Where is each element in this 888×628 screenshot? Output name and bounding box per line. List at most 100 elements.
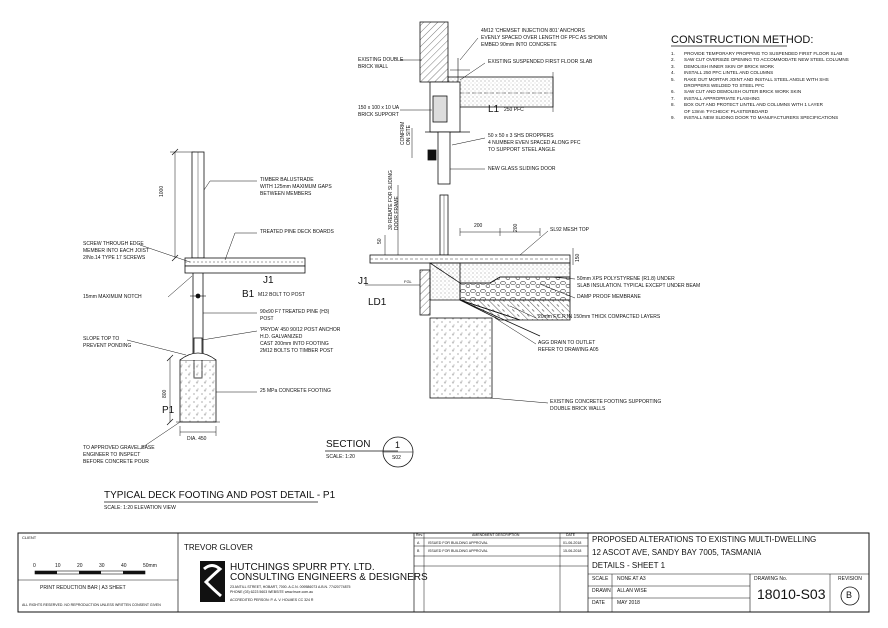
label-fcr: 20mm F.C.R IN 150mm THICK COMPACTED LAYE… bbox=[538, 314, 661, 320]
note-number: 8. bbox=[671, 102, 675, 108]
project-line-1: PROPOSED ALTERATIONS TO EXISTING MULTI-D… bbox=[592, 535, 817, 544]
tag-l1: L1 bbox=[488, 104, 500, 115]
revision-rev: A bbox=[417, 541, 420, 545]
rev-header-rev: Rev. bbox=[416, 533, 423, 537]
revision-desc: ISSUED FOR BUILDING APPROVAL bbox=[428, 541, 488, 545]
note-item: OF 13mm 'FYCHECK' PLASTERBOARD bbox=[671, 108, 768, 115]
scale-value: NONE AT A3 bbox=[617, 576, 646, 582]
note-number: 9. bbox=[671, 115, 675, 120]
firm-address: 23 ANTILL STREET, HOBART, 7000. A.C.N. 0… bbox=[230, 585, 351, 589]
deck-detail-title: TYPICAL DECK FOOTING AND POST DETAIL - P… bbox=[104, 490, 336, 501]
rev-header-date: DATE bbox=[566, 533, 576, 537]
firm-subtitle: CONSULTING ENGINEERS & DESIGNERS bbox=[230, 572, 428, 583]
drawing-no-label: DRAWING No. bbox=[754, 576, 788, 582]
tag-ld1: LD1 bbox=[368, 297, 387, 308]
drawing-number: 18010-S03 bbox=[757, 586, 826, 602]
note-number: 5. bbox=[671, 76, 675, 82]
existing-footing bbox=[429, 317, 493, 399]
dim-150: 150 bbox=[575, 253, 581, 262]
note-number: 6. bbox=[671, 89, 675, 95]
label-slab: EXISTING SUSPENDED FIRST FLOOR SLAB bbox=[488, 59, 593, 65]
scale-label: SCALE bbox=[592, 576, 609, 582]
concrete-footing bbox=[179, 359, 217, 423]
dim-200-b: 200 bbox=[513, 223, 519, 232]
section-detail bbox=[365, 21, 576, 404]
section-title: SECTION bbox=[326, 439, 371, 450]
revision-rev: B bbox=[417, 549, 420, 553]
scale-tick-label: 20 bbox=[77, 563, 83, 569]
l1-spec: 250 PFC bbox=[504, 107, 524, 113]
deck-detail bbox=[126, 148, 306, 450]
section-marker bbox=[325, 436, 414, 468]
scale-tick-label: 30 bbox=[99, 563, 105, 569]
label-glass-door: NEW GLASS SLIDING DOOR bbox=[488, 166, 556, 172]
note-text: OF 13mm 'FYCHECK' PLASTERBOARD bbox=[684, 108, 768, 114]
scale-tick-label: 0 bbox=[33, 563, 36, 569]
revision-date: 15-06-2018 bbox=[563, 549, 582, 553]
note-number: 3. bbox=[671, 63, 675, 69]
date-label: DATE bbox=[592, 600, 605, 606]
note-text: INSTALL NEW SLIDING DOOR TO MANUFACTURER… bbox=[684, 115, 839, 120]
print-reduction-label: PRINT REDUCTION BAR | A3 SHEET bbox=[40, 585, 126, 591]
section-number: 1 bbox=[395, 440, 401, 450]
note-item: 2. SAW CUT OVERSIZE OPENING TO ACCOMMODAT… bbox=[671, 58, 849, 63]
tag-j1-deck: J1 bbox=[263, 275, 274, 286]
note-item: 6.SAW CUT AND DEMOLISH OUTER BRICK WORK … bbox=[671, 90, 801, 95]
tag-b1: B1 bbox=[242, 289, 255, 300]
label-bolt: M12 BOLT TO POST bbox=[258, 292, 305, 298]
accredited-person: ACCREDITED PERSON: P. A. V. HOLMES CC 32… bbox=[230, 598, 314, 602]
note-text: SAW CUT OVERSIZE OPENING TO ACCOMMODATE … bbox=[684, 57, 849, 63]
note-number: 1. bbox=[671, 51, 675, 56]
project-line-3: DETAILS - SHEET 1 bbox=[592, 561, 666, 570]
dim-dia: DIA. 450 bbox=[187, 436, 207, 442]
section-sheet: S02 bbox=[392, 455, 401, 461]
dim-200-a: 200 bbox=[474, 223, 483, 229]
deck-detail-scale: SCALE: 1:20 ELEVATION VIEW bbox=[104, 505, 176, 511]
note-text: DEMOLISH INNER SKIN OF BRICK WORK bbox=[684, 63, 775, 69]
dim-800: 800 bbox=[162, 389, 168, 398]
dim-1000: 1000 bbox=[159, 185, 165, 197]
existing-brick-wall bbox=[419, 21, 449, 83]
copyright-note: ALL RIGHTS RESERVED. NO REPRODUCTION UNL… bbox=[22, 603, 161, 607]
section-scale: SCALE: 1:20 bbox=[326, 454, 355, 460]
note-item: 7.INSTALL APPROPRIATE FLASHING bbox=[671, 95, 760, 102]
title-block bbox=[17, 532, 870, 613]
label-notch: 15mm MAXIMUM NOTCH bbox=[83, 294, 142, 300]
note-number: 2. bbox=[671, 57, 675, 63]
client-name: TREVOR GLOVER bbox=[184, 543, 253, 552]
label-mesh: SL92 MESH TOP bbox=[550, 227, 589, 233]
note-text: RAKE OUT MORTAR JOINT AND INSTALL STEEL … bbox=[684, 76, 829, 82]
revision-date: 01-06-2018 bbox=[563, 541, 582, 545]
rev-header-desc: AMENDMENT DESCRIPTION bbox=[472, 533, 520, 537]
note-item: 3. DEMOLISH INNER SKIN OF BRICK WORK bbox=[671, 63, 775, 70]
note-item: 9. INSTALL NEW SLIDING DOOR TO MANUFACTUR… bbox=[671, 115, 839, 121]
revision-label: REVISION bbox=[838, 576, 862, 582]
label-deck-boards: TREATED PINE DECK BOARDS bbox=[260, 229, 334, 235]
label-post: 90x90 F7 TREATED PINE (H3)POST bbox=[260, 309, 330, 322]
existing-slab bbox=[447, 76, 554, 108]
label-footing: 25 MPa CONCRETE FOOTING bbox=[260, 388, 331, 394]
scale-tick-label: 40 bbox=[121, 563, 127, 569]
revision-value: B bbox=[846, 590, 853, 600]
note-item: 4.INSTALL 250 PFC LINTEL AND COLUMNS bbox=[671, 70, 773, 76]
note-item: DROPPERS WELDED TO STEEL PFC bbox=[671, 83, 764, 89]
client-label: CLIENT bbox=[22, 535, 37, 540]
note-item: 5. RAKE OUT MORTAR JOINT AND INSTALL STEE… bbox=[671, 76, 829, 83]
note-text: INSTALL APPROPRIATE FLASHING bbox=[684, 95, 760, 101]
firm-logo bbox=[200, 561, 225, 602]
firm-name: HUTCHINGS SPURR PTY. LTD. bbox=[230, 562, 375, 573]
note-item: 1.PROVIDE TEMPORARY PROPPING TO SUSPENDE… bbox=[671, 51, 842, 57]
note-item: 8.BOX OUT AND PROTECT LINTEL AND COLUMNS… bbox=[671, 102, 823, 108]
drawn-label: DRAWN bbox=[592, 588, 611, 594]
